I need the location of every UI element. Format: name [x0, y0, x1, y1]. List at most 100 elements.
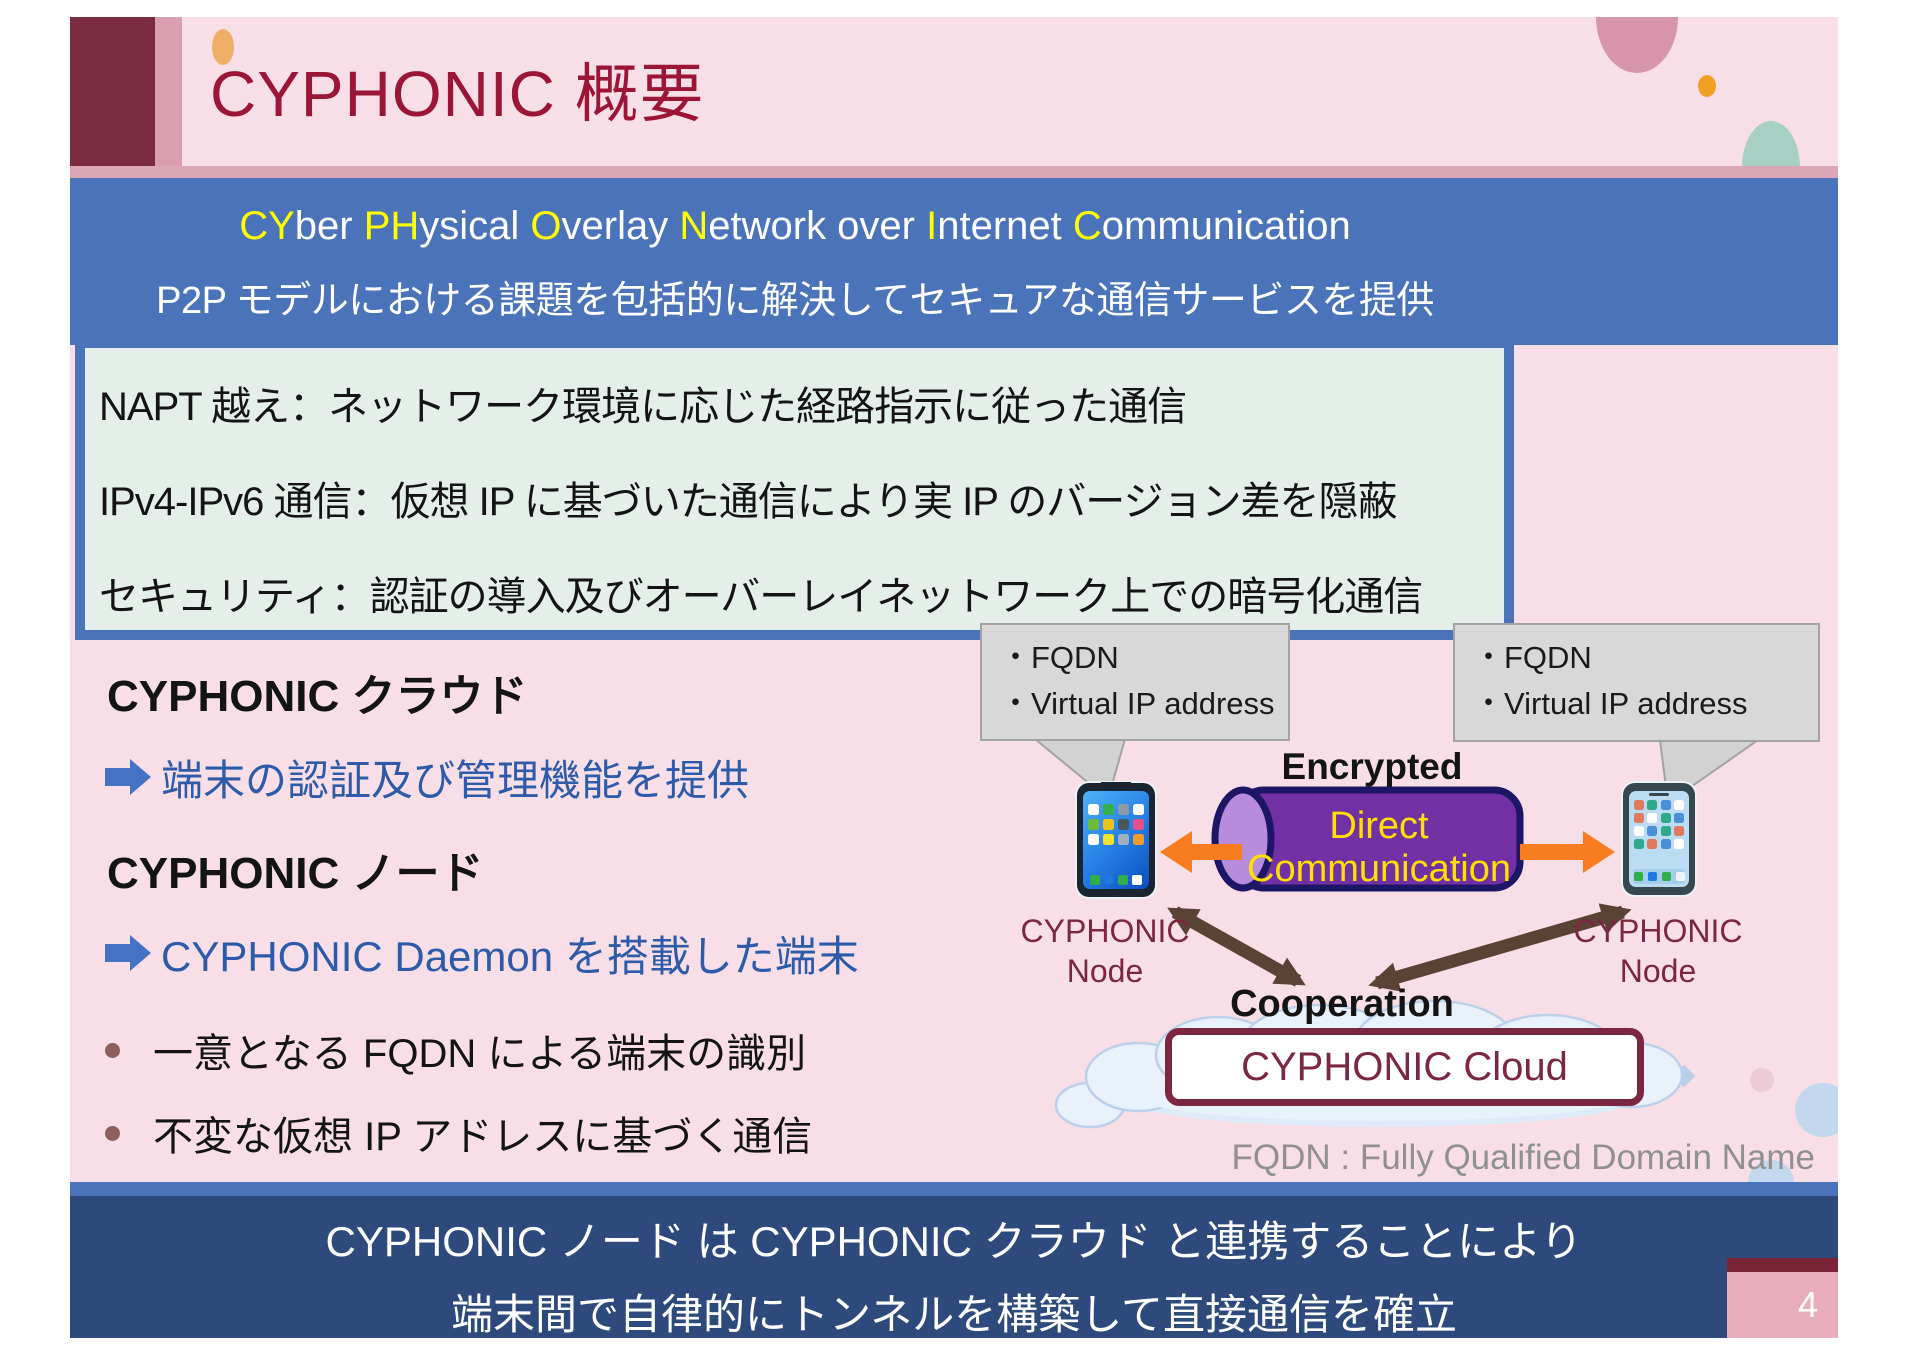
- cloud-point-text: 端末の認証及び管理機能を提供: [161, 756, 750, 804]
- phone-notch: [1101, 782, 1131, 789]
- orange-arrow-right-icon: [1520, 831, 1615, 873]
- encrypted-label: Encrypted: [1281, 746, 1463, 787]
- cyphonic-cloud-label: CYPHONIC Cloud: [1241, 1044, 1568, 1089]
- bullet-item: 不変な仮想 IP アドレスに基づく通信: [105, 1108, 812, 1159]
- banner-subtitle: P2P モデルにおける課題を包括的に解決してセキュアな通信サービスを提供: [156, 280, 1434, 322]
- smartphone-icon-left: [1077, 782, 1155, 897]
- app-icon: [1118, 834, 1129, 845]
- node-point-text: CYPHONIC Daemon を搭載した端末: [161, 932, 859, 980]
- node-label-line: CYPHONIC: [1020, 913, 1190, 949]
- cloud-point-row: 端末の認証及び管理機能を提供: [105, 752, 749, 804]
- callout-line: ・Virtual IP address: [1473, 686, 1748, 721]
- app-icon: [1133, 804, 1144, 815]
- acronym-segment: verlay: [561, 204, 680, 248]
- app-icon: [1647, 872, 1657, 881]
- bullet-text: 不変な仮想 IP アドレスに基づく通信: [153, 1115, 813, 1159]
- cyphonic-cloud-box: CYPHONIC Cloud: [1165, 1028, 1644, 1106]
- callout-line: ・Virtual IP address: [1000, 686, 1275, 721]
- app-icon: [1132, 875, 1142, 885]
- node-label-line: CYPHONIC: [1573, 913, 1743, 949]
- phone-screen: [1083, 791, 1149, 889]
- node-label-left: CYPHONIC Node: [990, 911, 1220, 991]
- bullet-item: 一意となる FQDN による端末の識別: [105, 1025, 806, 1076]
- acronym-segment: ysical: [419, 204, 531, 248]
- fqdn-footnote: FQDN : Fully Qualified Domain Name: [1231, 1138, 1816, 1177]
- blue-arrow-icon: [105, 935, 151, 971]
- bullet-dot-icon: [105, 1125, 120, 1141]
- app-grid: [1634, 800, 1684, 849]
- orange-dot-decoration: [212, 29, 234, 65]
- app-icon: [1647, 800, 1658, 810]
- node-label-line: Node: [1066, 953, 1144, 989]
- page-title: CYPHONIC 概要: [210, 58, 705, 130]
- node-heading: CYPHONIC ノード: [107, 849, 484, 898]
- app-icon: [1673, 839, 1684, 849]
- tunnel-label-line2: Communication: [1247, 848, 1511, 890]
- app-icon: [1675, 872, 1685, 881]
- acronym-segment: I: [926, 204, 938, 248]
- blue-dot-decoration: [1795, 1083, 1838, 1137]
- pink-dot-decoration: [1750, 1068, 1774, 1092]
- header-divider-strip: [70, 166, 1838, 178]
- callout-left: ・FQDN ・Virtual IP address: [980, 623, 1290, 741]
- app-icon: [1634, 826, 1645, 836]
- header-maroon-bar: [70, 17, 155, 178]
- acronym-segment: ommunication: [1101, 204, 1351, 248]
- feature-item: IPv4-IPv6 通信：仮想 IP に基づいた通信により実 IP のバージョン…: [99, 480, 1398, 524]
- app-icon: [1133, 819, 1144, 830]
- footer-top-border: [70, 1182, 1838, 1196]
- app-icon: [1660, 800, 1671, 810]
- node-point-row: CYPHONIC Daemon を搭載した端末: [105, 928, 859, 980]
- callout-line: ・FQDN: [1473, 640, 1592, 675]
- app-icon: [1088, 804, 1099, 815]
- tunnel-label-line1: Direct: [1329, 805, 1429, 847]
- app-icon: [1647, 839, 1658, 849]
- acronym-line: CYber PHysical Overlay Network over Inte…: [239, 204, 1351, 249]
- header-dusty-bar: [155, 17, 182, 178]
- orange-arrow-left-icon: [1160, 831, 1242, 873]
- app-icon: [1634, 839, 1645, 849]
- callout-right: ・FQDN ・Virtual IP address: [1453, 623, 1820, 742]
- page-number-strip: [1727, 1258, 1838, 1272]
- blue-arrow-icon: [105, 759, 151, 795]
- phone-speaker: [1649, 793, 1669, 796]
- acronym-segment: nternet: [937, 204, 1073, 248]
- phone-screen: [1629, 791, 1689, 887]
- node-label-line: Node: [1619, 953, 1697, 989]
- acronym-segment: ber: [294, 204, 364, 248]
- phone-dock: [1633, 869, 1685, 884]
- blue-diamond-decoration: [1672, 1064, 1696, 1088]
- app-icon: [1647, 826, 1658, 836]
- app-icon: [1118, 875, 1128, 885]
- acronym-segment: CY: [239, 204, 295, 248]
- app-icon: [1104, 875, 1114, 885]
- app-icon: [1634, 813, 1645, 823]
- app-icon: [1661, 872, 1671, 881]
- app-icon: [1088, 819, 1099, 830]
- bullet-text: 一意となる FQDN による端末の識別: [153, 1032, 807, 1076]
- acronym-banner: CYber PHysical Overlay Network over Inte…: [70, 178, 1838, 345]
- app-icon: [1118, 819, 1129, 830]
- app-icon: [1133, 834, 1144, 845]
- acronym-segment: C: [1072, 204, 1102, 248]
- tunnel-label: Direct Communication: [1234, 805, 1524, 891]
- app-icon: [1660, 839, 1671, 849]
- feature-item: セキュリティ：認証の導入及びオーバーレイネットワーク上での暗号化通信: [99, 575, 1423, 619]
- app-icon: [1647, 813, 1658, 823]
- acronym-segment: N: [679, 204, 709, 248]
- app-grid: [1088, 804, 1144, 845]
- app-icon: [1634, 800, 1645, 810]
- conclusion-banner: CYPHONIC ノード は CYPHONIC クラウド と連携することにより …: [70, 1196, 1838, 1338]
- page-number: 4: [1727, 1272, 1838, 1338]
- callout-line: ・FQDN: [1000, 640, 1119, 675]
- feature-item: NAPT 越え：ネットワーク環境に応じた経路指示に従った通信: [99, 385, 1187, 429]
- app-icon: [1673, 826, 1684, 836]
- app-icon: [1660, 813, 1671, 823]
- app-icon: [1673, 800, 1684, 810]
- acronym-segment: etwork over: [708, 204, 927, 248]
- app-icon: [1673, 813, 1684, 823]
- cloud-heading: CYPHONIC クラウド: [107, 672, 528, 721]
- slide: CYPHONIC 概要 CYber PHysical Overlay Netwo…: [70, 17, 1838, 1338]
- bullet-dot-icon: [105, 1042, 120, 1058]
